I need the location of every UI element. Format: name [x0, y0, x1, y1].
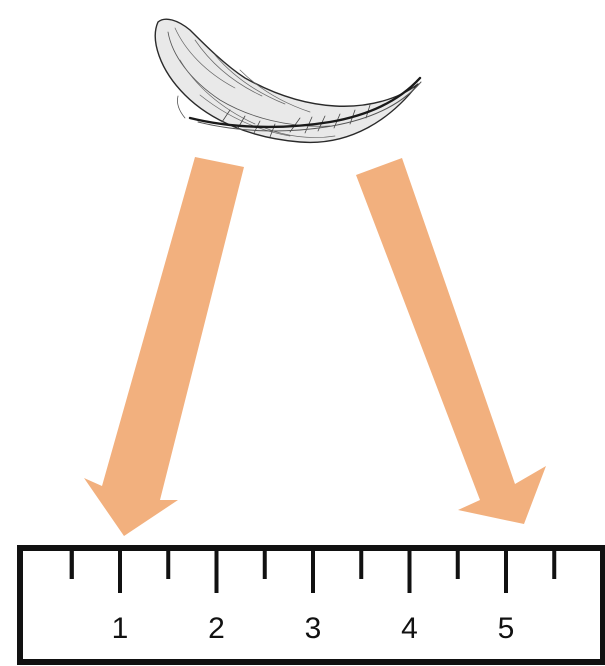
feather-shaft	[188, 76, 422, 129]
arrow-down-right-icon	[356, 158, 546, 524]
ruler-label: 1	[112, 612, 129, 645]
ruler-label: 4	[401, 612, 418, 645]
ruler-label: 3	[305, 612, 322, 645]
ruler-label: 2	[208, 612, 225, 645]
feather-icon	[154, 18, 422, 144]
ruler: 1 2 3 4 5	[17, 545, 605, 665]
ruler-ticks	[69, 551, 557, 593]
right-arrow	[356, 158, 546, 524]
left-arrow	[84, 157, 244, 536]
ruler-labels: 1 2 3 4 5	[112, 612, 515, 645]
arrow-down-left-icon	[84, 157, 244, 536]
ruler-label: 5	[498, 612, 515, 645]
